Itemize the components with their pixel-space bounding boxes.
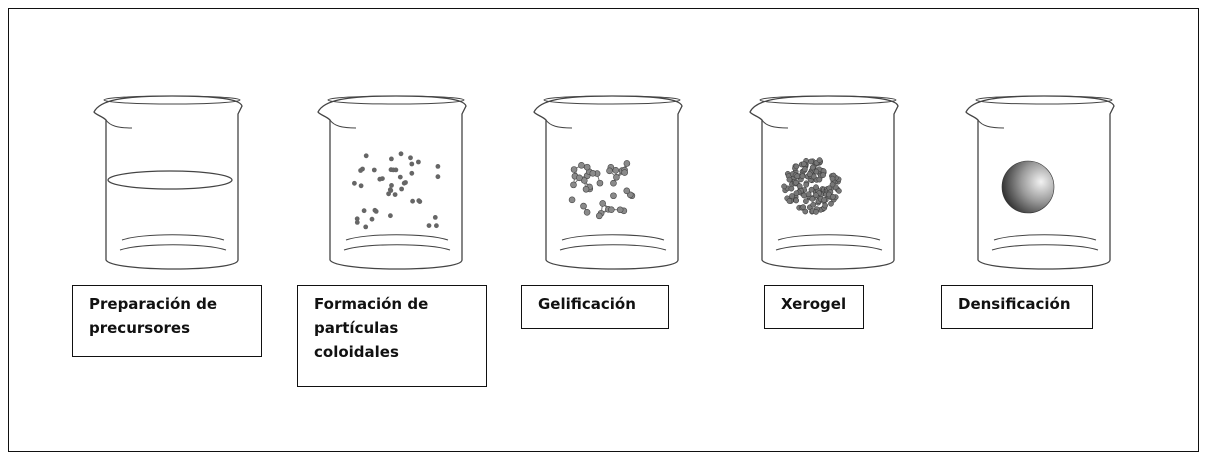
beaker-precursor-solution	[93, 95, 243, 270]
diagram-frame	[8, 8, 1199, 452]
colloidal-particles	[352, 151, 441, 230]
label-preparacion-precursores: Preparación de precursores	[72, 285, 262, 357]
label-xerogel: Xerogel	[764, 285, 864, 329]
dense-sphere	[1001, 160, 1055, 214]
label-densificacion: Densificación	[941, 285, 1093, 329]
beaker-xerogel	[749, 95, 899, 270]
beaker-densified	[965, 95, 1115, 270]
xerogel-cluster	[781, 157, 842, 215]
beaker-gel-network	[533, 95, 683, 270]
beaker-colloidal-particles	[317, 95, 467, 270]
label-gelificacion: Gelificación	[521, 285, 669, 329]
gel-network	[568, 160, 636, 220]
label-formacion-particulas: Formación de partículas coloidales	[297, 285, 487, 387]
